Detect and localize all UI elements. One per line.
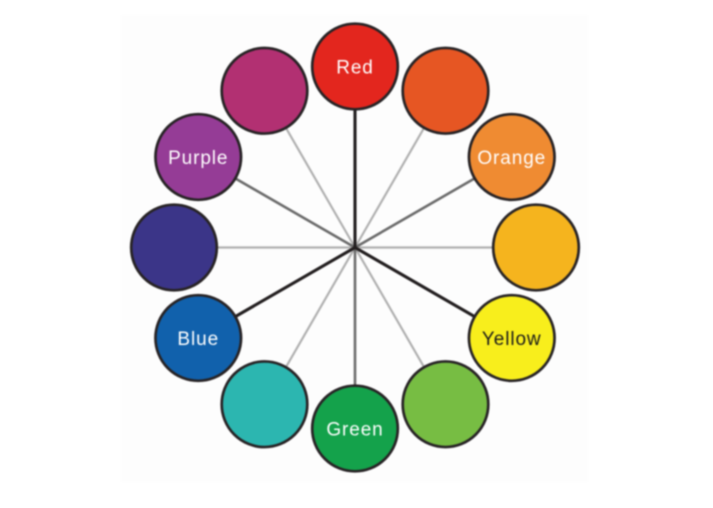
svg-text:Yellow: Yellow xyxy=(482,329,542,350)
svg-text:Purple: Purple xyxy=(168,148,228,169)
svg-text:Red: Red xyxy=(336,58,374,79)
svg-text:Orange: Orange xyxy=(477,148,546,169)
svg-text:Blue: Blue xyxy=(177,329,219,350)
svg-text:Green: Green xyxy=(326,420,383,441)
